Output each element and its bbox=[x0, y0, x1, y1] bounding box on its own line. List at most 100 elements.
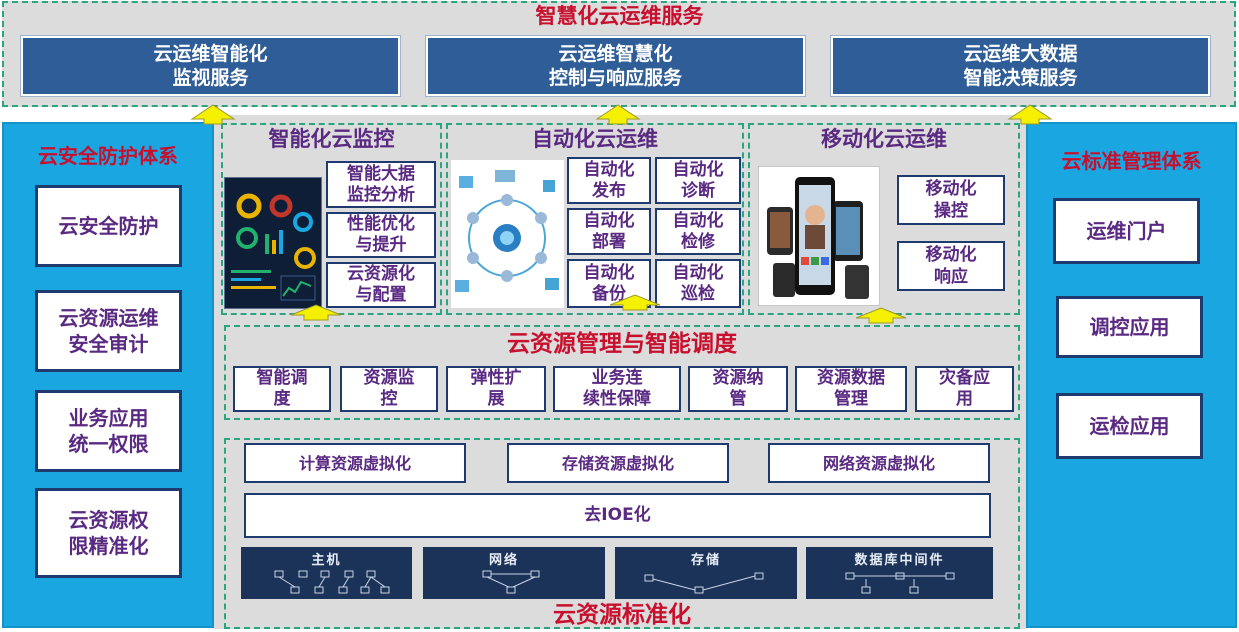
scheduling-item-line: 资源监 bbox=[363, 368, 415, 388]
scheduling-item-box: 业务连 续性保障 bbox=[553, 366, 681, 412]
smartphones-icon bbox=[767, 177, 869, 299]
left-item-box: 云资源权 限精准化 bbox=[35, 488, 182, 578]
mobile-item-line: 响应 bbox=[934, 267, 968, 287]
storage-band: 存储 bbox=[615, 547, 797, 599]
scheduling-item-line: 业务连 bbox=[591, 368, 643, 388]
database-band: 数据库中间件 bbox=[806, 547, 993, 599]
standardization-title: 云资源标准化 bbox=[553, 602, 691, 628]
virtualization-box: 存储资源虚拟化 bbox=[507, 443, 729, 483]
automation-item-line: 自动化 bbox=[583, 210, 635, 231]
network-band: 网络 bbox=[423, 547, 605, 599]
up-arrow-icon bbox=[190, 104, 236, 125]
cloud-network-icon bbox=[455, 170, 559, 292]
deioe-box: 去IOE化 bbox=[244, 493, 991, 538]
service-control-box: 云运维智慧化 控制与响应服务 bbox=[426, 36, 805, 96]
monitor-item-line: 与提升 bbox=[355, 235, 407, 255]
up-arrow-icon bbox=[1007, 104, 1053, 125]
virtualization-label: 计算资源虚拟化 bbox=[298, 453, 411, 473]
scheduling-item-line: 度 bbox=[273, 389, 291, 409]
virtualization-label: 网络资源虚拟化 bbox=[822, 453, 935, 473]
automation-image bbox=[451, 160, 564, 308]
mobile-item-box: 移动化 响应 bbox=[897, 241, 1005, 291]
right-item-box: 运维门户 bbox=[1053, 198, 1200, 264]
database-tree-icon bbox=[845, 572, 955, 594]
automation-item-line: 自动化 bbox=[583, 262, 635, 283]
monitor-item-box: 性能优化 与提升 bbox=[326, 212, 436, 258]
left-item-box: 云资源运维 安全审计 bbox=[35, 290, 182, 372]
scheduling-item-box: 资源监 控 bbox=[340, 366, 438, 412]
up-arrow-icon bbox=[290, 304, 342, 321]
monitor-title: 智能化云监控 bbox=[268, 127, 395, 151]
scheduling-item-line: 控 bbox=[380, 389, 398, 409]
up-arrow-icon bbox=[595, 104, 641, 125]
left-item-line: 业务应用 bbox=[68, 406, 149, 430]
scheduling-item-line: 灾备应 bbox=[939, 368, 990, 388]
monitor-item-line: 云资源化 bbox=[347, 264, 415, 284]
scheduling-item-box: 灾备应 用 bbox=[915, 366, 1014, 412]
mobile-item-line: 移动化 bbox=[925, 245, 977, 265]
automation-item-line: 自动化 bbox=[672, 262, 724, 283]
virtualization-box: 计算资源虚拟化 bbox=[244, 443, 466, 483]
dashboard-chart-icon bbox=[231, 193, 316, 301]
service-monitoring-box: 云运维智能化 监视服务 bbox=[21, 36, 400, 96]
network-link-icon bbox=[482, 570, 540, 594]
scheduling-item-line: 管 bbox=[729, 389, 747, 409]
scheduling-item-box: 弹性扩 展 bbox=[446, 366, 546, 412]
automation-item-box: 自动化 部署 bbox=[567, 208, 651, 255]
automation-item-line: 巡检 bbox=[681, 283, 715, 304]
scheduling-item-line: 智能调 bbox=[256, 368, 308, 388]
left-item-line: 限精准化 bbox=[68, 534, 149, 558]
mobile-item-line: 操控 bbox=[934, 201, 968, 221]
automation-item-line: 发布 bbox=[592, 180, 626, 201]
automation-item-line: 自动化 bbox=[672, 210, 724, 231]
deioe-label: 去IOE化 bbox=[584, 505, 651, 525]
service-line: 智能决策服务 bbox=[963, 67, 1078, 89]
service-decision-box: 云运维大数据 智能决策服务 bbox=[831, 36, 1210, 96]
storage-link-icon bbox=[644, 572, 764, 594]
scheduling-item-line: 续性保障 bbox=[583, 389, 651, 409]
monitor-item-box: 云资源化 与配置 bbox=[326, 262, 436, 308]
monitor-item-line: 性能优化 bbox=[347, 214, 415, 234]
scheduling-item-box: 智能调 度 bbox=[233, 366, 331, 412]
virtualization-label: 存储资源虚拟化 bbox=[561, 453, 674, 473]
top-services-title: 智慧化云运维服务 bbox=[535, 4, 704, 28]
automation-item-line: 自动化 bbox=[583, 159, 635, 180]
scheduling-item-box: 资源数据 管理 bbox=[795, 366, 907, 412]
mobile-item-box: 移动化 操控 bbox=[897, 175, 1005, 225]
automation-item-box: 自动化 发布 bbox=[567, 157, 651, 204]
scheduling-title: 云资源管理与智能调度 bbox=[507, 331, 737, 357]
service-line: 监视服务 bbox=[172, 67, 249, 89]
host-tree-icon bbox=[274, 570, 390, 594]
band-label: 存储 bbox=[690, 553, 721, 568]
scheduling-item-line: 弹性扩 bbox=[470, 368, 522, 388]
scheduling-item-line: 用 bbox=[956, 389, 973, 409]
automation-item-box: 自动化 诊断 bbox=[655, 157, 741, 204]
mobile-devices-image bbox=[758, 166, 880, 306]
right-standard-title: 云标准管理体系 bbox=[1061, 149, 1202, 173]
mobile-item-line: 移动化 bbox=[925, 179, 977, 199]
monitor-item-line: 监控分析 bbox=[347, 184, 415, 205]
scheduling-item-line: 资源数据 bbox=[817, 368, 885, 388]
up-arrow-icon bbox=[855, 307, 907, 324]
host-band: 主机 bbox=[241, 547, 412, 599]
right-item-line: 调控应用 bbox=[1089, 315, 1170, 339]
left-item-line: 云资源运维 bbox=[58, 306, 159, 330]
scheduling-item-line: 管理 bbox=[834, 389, 868, 409]
left-item-line: 统一权限 bbox=[68, 432, 149, 456]
automation-item-box: 自动化 检修 bbox=[655, 208, 741, 255]
right-item-box: 调控应用 bbox=[1056, 296, 1203, 358]
left-item-line: 云安全防护 bbox=[58, 214, 159, 238]
service-line: 云运维大数据 bbox=[963, 43, 1078, 65]
automation-item-box: 自动化 巡检 bbox=[655, 259, 741, 308]
right-item-box: 运检应用 bbox=[1056, 393, 1203, 459]
left-item-box: 云安全防护 bbox=[35, 185, 182, 267]
scheduling-item-line: 展 bbox=[487, 389, 505, 409]
band-label: 网络 bbox=[489, 553, 520, 568]
scheduling-item-box: 资源纳 管 bbox=[688, 366, 788, 412]
band-label: 主机 bbox=[311, 553, 342, 568]
left-item-line: 安全审计 bbox=[68, 332, 149, 356]
left-item-box: 业务应用 统一权限 bbox=[35, 390, 182, 472]
automation-item-line: 备份 bbox=[592, 283, 626, 304]
